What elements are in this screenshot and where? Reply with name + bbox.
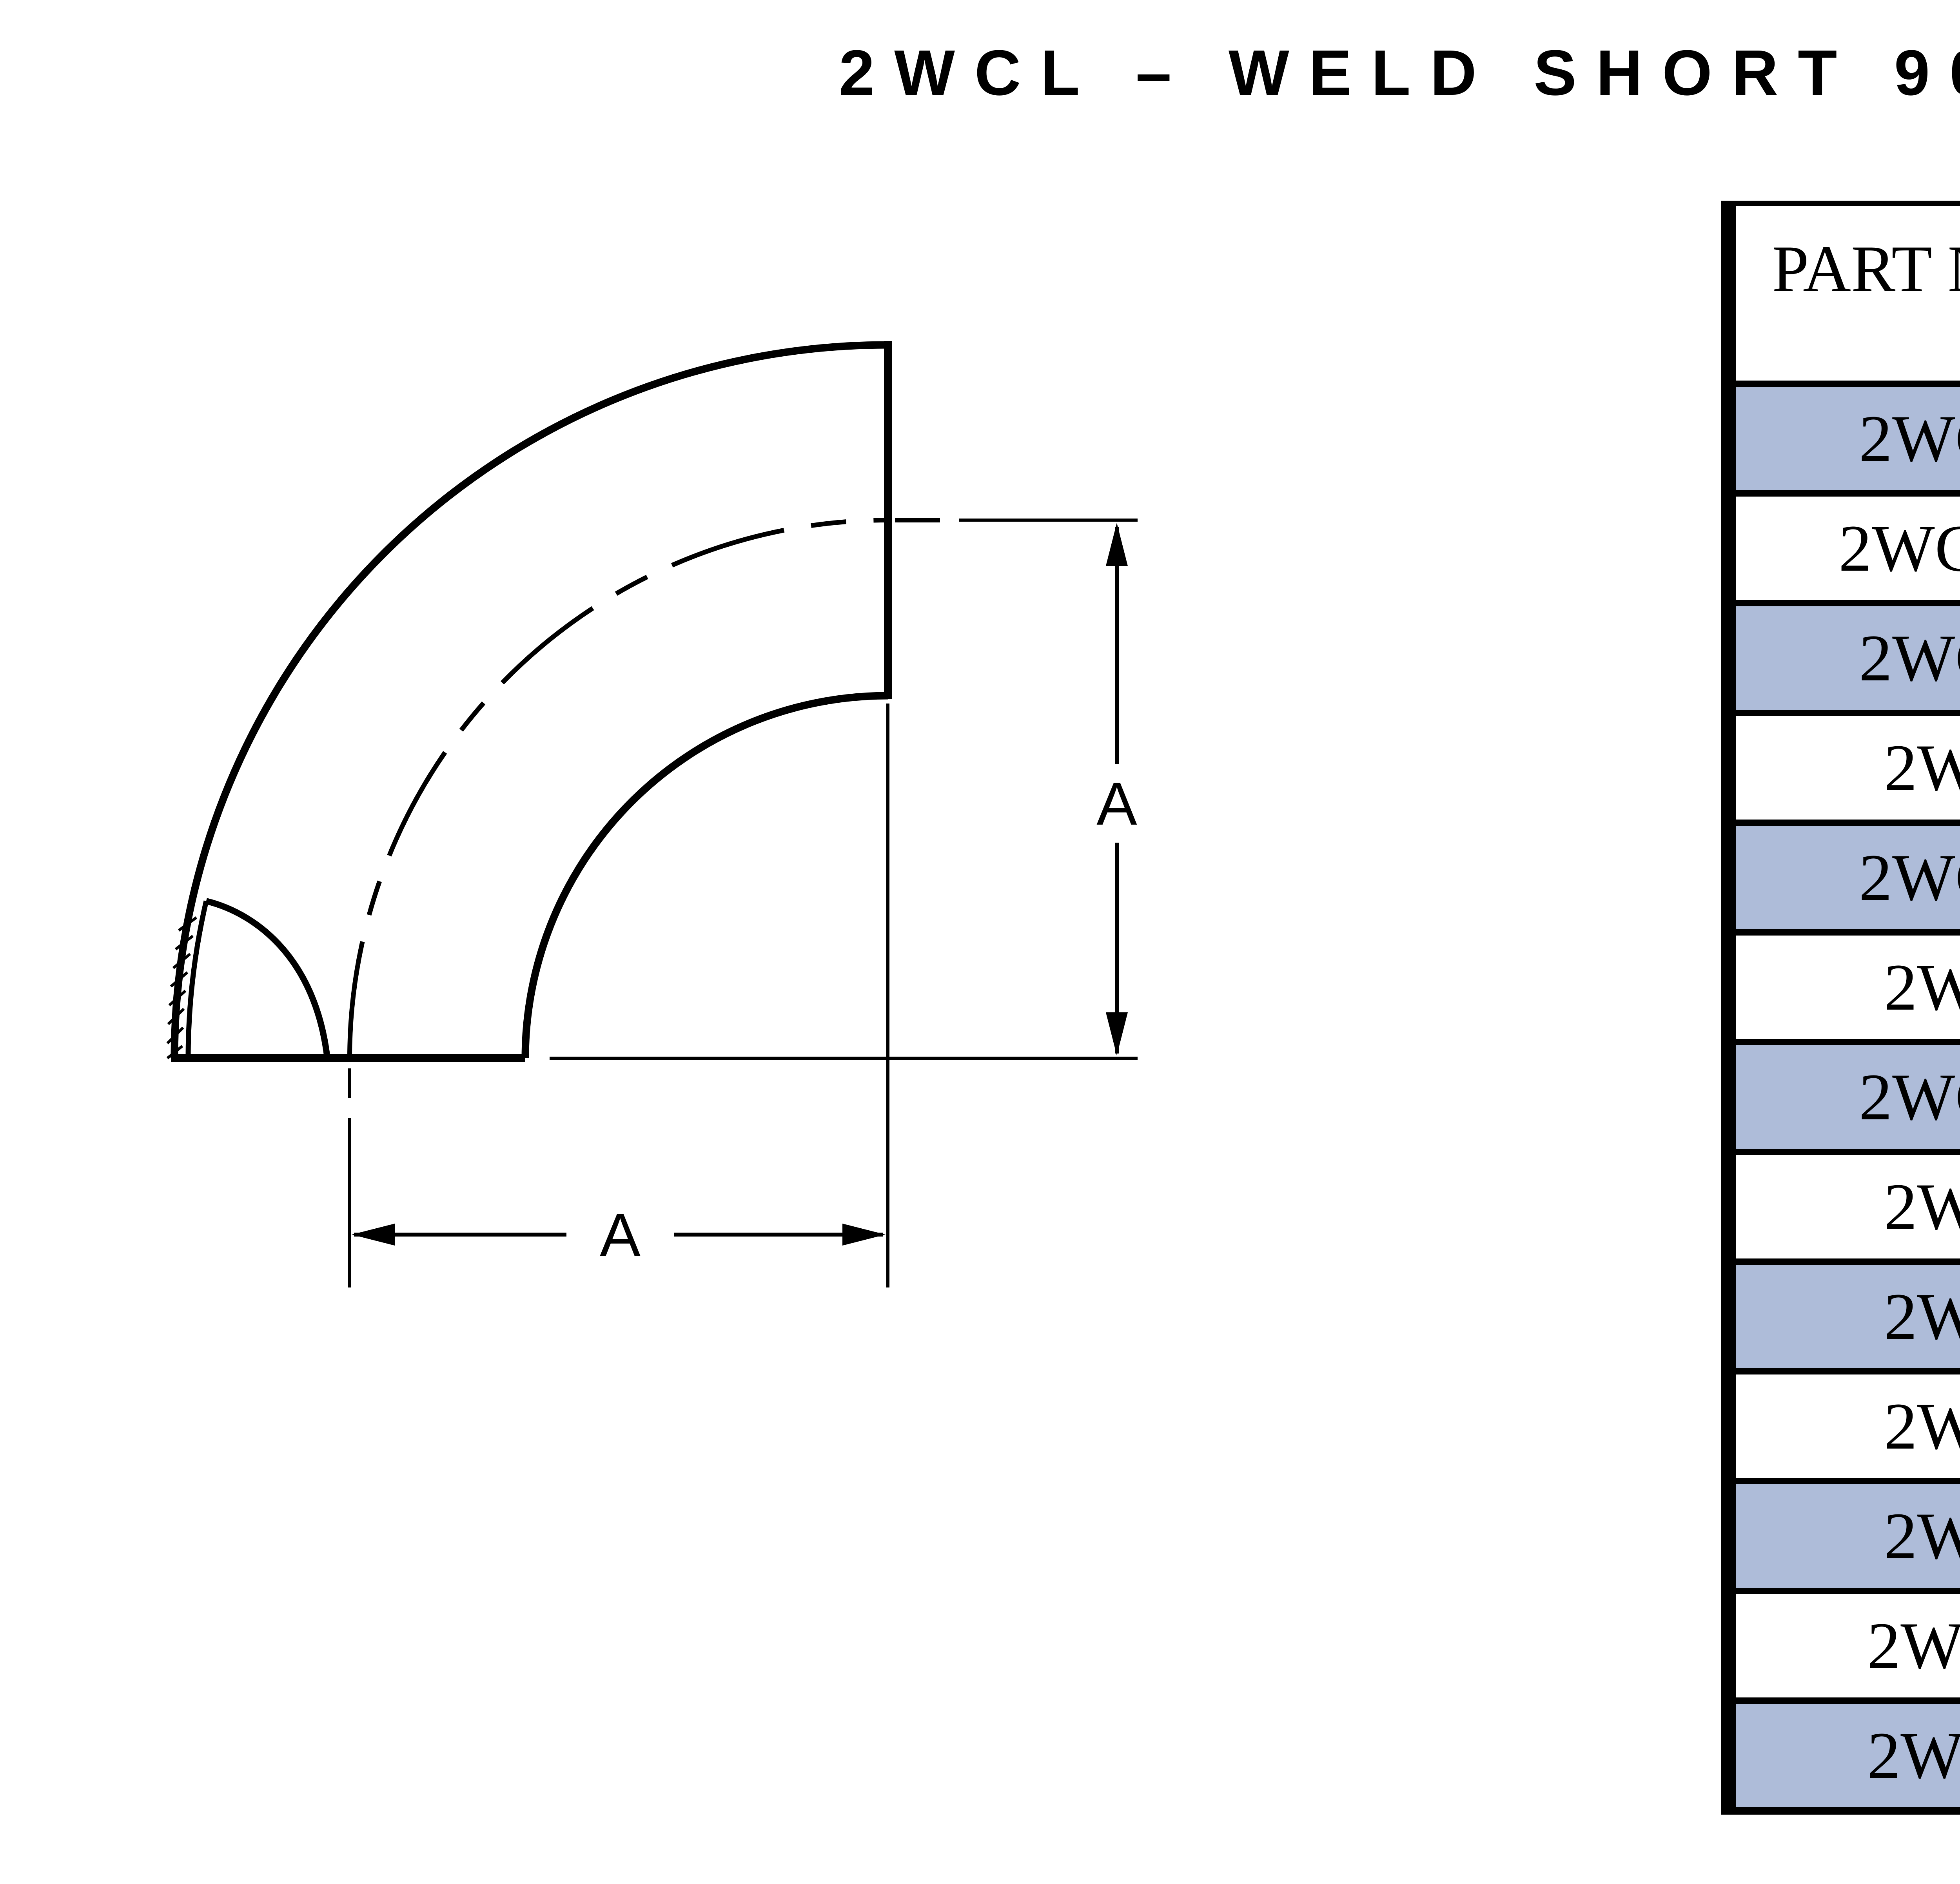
spec-table: PART NUMBER SIZE (inches) A (inches) 2WC…	[1721, 201, 1960, 1815]
page-title: 2WCL – WELD SHORT 90 DEGREE ELBOW	[839, 37, 1960, 109]
weld-hatching	[166, 916, 198, 1059]
dim-label-horizontal: A	[600, 1201, 641, 1269]
header-line1: PART NUMBER	[1772, 232, 1960, 306]
cell-part-number: 2WCL-.75	[1736, 606, 1960, 710]
arrowhead-right	[842, 1224, 886, 1246]
elbow-outer-arc	[171, 341, 888, 1059]
header-part-number: PART NUMBER	[1736, 206, 1960, 381]
cell-part-number: 2WCL-12	[1736, 1704, 1960, 1807]
dim-label-vertical: A	[1096, 770, 1137, 838]
cell-part-number: 2WCL-.50L	[1736, 497, 1960, 600]
cell-part-number: 2WCL-3	[1736, 1155, 1960, 1258]
cell-part-number: 2WCL-2.5	[1736, 1045, 1960, 1149]
elbow-inner-arc	[521, 692, 888, 1059]
arrowhead-left	[352, 1224, 395, 1246]
cell-part-number: 2WCL-6	[1736, 1374, 1960, 1478]
weld-bevel-arc	[185, 900, 209, 1059]
arrowhead-up	[1106, 523, 1128, 566]
weld-bore-curve	[205, 898, 330, 1059]
centerline-arc	[347, 518, 888, 1059]
cell-part-number: 2WCL-4	[1736, 1265, 1960, 1368]
cell-part-number: 2WCL-1.5	[1736, 826, 1960, 929]
cell-part-number: 2WCL-.50	[1736, 387, 1960, 490]
cell-part-number: 2WCL-10	[1736, 1594, 1960, 1697]
cell-part-number: 2WCL-1	[1736, 716, 1960, 820]
arrowhead-down	[1106, 1012, 1128, 1055]
cell-part-number: 2WCL-8	[1736, 1484, 1960, 1588]
cell-part-number: 2WCL-2	[1736, 936, 1960, 1039]
